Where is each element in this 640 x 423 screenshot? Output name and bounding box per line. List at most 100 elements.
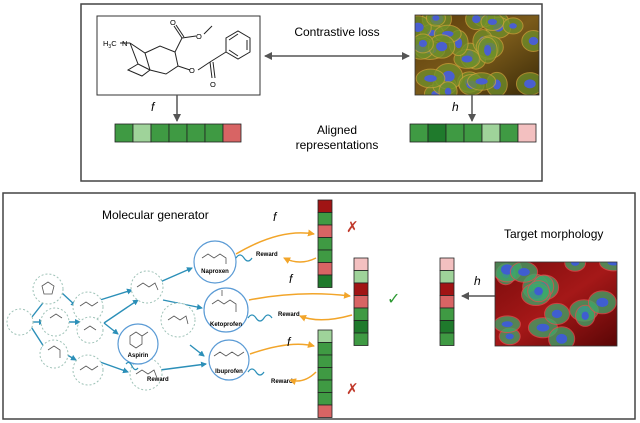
vector-cell bbox=[439, 332, 455, 346]
target-vector bbox=[439, 257, 455, 346]
vector-cell bbox=[168, 123, 188, 143]
cell-nucleus bbox=[436, 41, 448, 52]
generator-intermediate-nodes bbox=[6, 270, 196, 391]
cell-image-top bbox=[415, 15, 539, 95]
cell-nucleus bbox=[505, 333, 514, 340]
cell-nucleus bbox=[607, 262, 617, 266]
mol-h3c-label: H3C bbox=[103, 39, 117, 50]
vector-cell bbox=[317, 199, 333, 213]
vector-cell bbox=[317, 249, 333, 263]
vector-cell bbox=[439, 320, 455, 334]
cell-nucleus bbox=[524, 79, 536, 89]
cell-nucleus bbox=[509, 23, 517, 29]
vector-cell bbox=[439, 307, 455, 321]
vector-cell bbox=[317, 329, 333, 343]
aspirin-label: Aspirin bbox=[128, 353, 149, 359]
cocaine-structure bbox=[120, 24, 251, 79]
vector-cell bbox=[353, 257, 369, 271]
cell-nucleus bbox=[475, 78, 488, 85]
vector-cell bbox=[481, 123, 501, 143]
cell-body bbox=[564, 262, 587, 272]
mol-o-label-2: O bbox=[196, 32, 202, 41]
bottom-panel-frame bbox=[2, 192, 636, 420]
vector-cell bbox=[463, 123, 483, 143]
vector-cell bbox=[445, 123, 465, 143]
vector-cell bbox=[114, 123, 134, 143]
contrastive-loss-label: Contrastive loss bbox=[294, 25, 379, 39]
vector-cell bbox=[499, 123, 519, 143]
vector-cell bbox=[317, 379, 333, 393]
cell-nucleus bbox=[528, 36, 539, 46]
bottom-h-label: h bbox=[474, 274, 481, 288]
cell-nucleus bbox=[415, 22, 424, 33]
vector-cell bbox=[353, 270, 369, 284]
vector-cell bbox=[353, 320, 369, 334]
cell-nucleus bbox=[551, 309, 563, 319]
vector-cell bbox=[317, 392, 333, 406]
f-label-ibuprofen: f bbox=[287, 335, 292, 349]
vector-cell bbox=[439, 257, 455, 271]
vector-cell bbox=[517, 123, 537, 143]
vector-cell bbox=[317, 274, 333, 288]
cell-nucleus bbox=[484, 44, 492, 56]
vector-cell bbox=[132, 123, 152, 143]
f-label-naproxen: f bbox=[273, 210, 278, 224]
target-morphology-label: Target morphology bbox=[504, 227, 603, 241]
vector-cell bbox=[317, 237, 333, 251]
mol-o-label-4: O bbox=[210, 80, 216, 89]
ketoprofen-vector bbox=[353, 257, 369, 346]
aligned-label-line2: representations bbox=[296, 138, 379, 152]
vector-cell bbox=[409, 123, 429, 143]
ketoprofen-label: Ketoprofen bbox=[210, 322, 242, 328]
vector-cell bbox=[317, 367, 333, 381]
cell-nucleus bbox=[581, 311, 589, 320]
cell-representation-vector bbox=[409, 123, 537, 143]
vector-cell bbox=[317, 212, 333, 226]
cross-ibuprofen: ✗ bbox=[346, 381, 359, 398]
cell-nucleus bbox=[472, 15, 481, 24]
f-label-ketoprofen: f bbox=[289, 272, 294, 286]
aspirin-node: Aspirin bbox=[117, 323, 159, 365]
cell-nucleus bbox=[518, 268, 530, 276]
vector-cell bbox=[439, 282, 455, 296]
vector-cell bbox=[317, 404, 333, 418]
cell-nucleus bbox=[487, 18, 498, 25]
vector-cell bbox=[353, 295, 369, 309]
cell-nucleus bbox=[501, 321, 513, 328]
reward-label-ibuprofen: Reward bbox=[271, 379, 293, 385]
top-panel-frame bbox=[80, 3, 543, 182]
vector-cell bbox=[317, 262, 333, 276]
naproxen-label: Naproxen bbox=[201, 269, 229, 275]
aligned-label-line1: Aligned bbox=[317, 123, 357, 137]
naproxen-vector bbox=[317, 199, 333, 288]
vector-cell bbox=[353, 307, 369, 321]
vector-cell bbox=[439, 295, 455, 309]
ibuprofen-vector bbox=[317, 329, 333, 418]
vector-cell bbox=[353, 332, 369, 346]
top-f-label: f bbox=[151, 100, 156, 114]
cell-nucleus bbox=[432, 15, 440, 21]
mol-o-label-1: O bbox=[170, 18, 176, 27]
cell-nucleus bbox=[461, 55, 473, 63]
reward-label-aspirin: Reward bbox=[147, 377, 169, 383]
cell-nucleus bbox=[424, 74, 437, 82]
vector-cell bbox=[353, 282, 369, 296]
cell-nucleus bbox=[556, 333, 568, 344]
mol-n-label: N bbox=[122, 39, 127, 48]
ketoprofen-node: Ketoprofen bbox=[203, 287, 249, 333]
cell-nucleus bbox=[534, 287, 543, 296]
cell-nucleus bbox=[442, 70, 455, 82]
molecular-generator-label: Molecular generator bbox=[102, 208, 209, 222]
cell-nucleus bbox=[596, 297, 609, 308]
reward-squiggles bbox=[125, 254, 273, 376]
cell-nucleus bbox=[418, 39, 428, 48]
orange-arrows bbox=[235, 229, 353, 386]
cell-nucleus bbox=[444, 87, 452, 95]
cross-naproxen: ✗ bbox=[346, 219, 359, 236]
check-ketoprofen: ✓ bbox=[387, 291, 400, 308]
vector-cell bbox=[439, 270, 455, 284]
vector-cell bbox=[427, 123, 447, 143]
generator-fragment-glyphs bbox=[41, 281, 189, 379]
vector-cell bbox=[317, 342, 333, 356]
